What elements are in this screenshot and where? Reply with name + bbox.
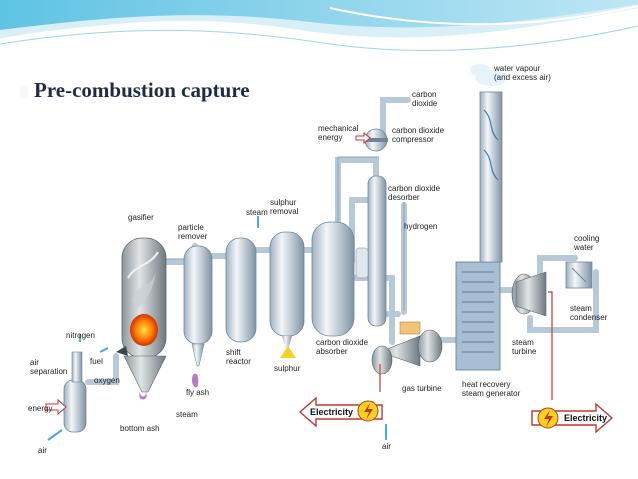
label-co2-absorber: carbon dioxide absorber <box>316 338 369 356</box>
gas-turbine <box>371 321 443 375</box>
label-hydrogen: hydrogen <box>404 222 438 231</box>
label-air-left: air <box>38 446 47 455</box>
title-bullet <box>20 85 28 98</box>
label-sulphur: sulphur <box>274 364 301 373</box>
label-gas-turbine: gas turbine <box>402 384 442 393</box>
steam-turbine <box>511 271 547 317</box>
label-fuel: fuel <box>90 357 103 366</box>
label-steam-bottom: steam <box>176 410 198 419</box>
flame-icon <box>139 392 147 400</box>
sulphur-removal-vessel <box>269 231 305 358</box>
heat-recovery-steam-generator <box>455 261 501 371</box>
steam-condenser <box>565 261 593 289</box>
label-heat-recovery-steam-generator: heat recovery steam generator <box>462 380 521 398</box>
exhaust-stack <box>470 64 507 263</box>
slide-title: Pre-combustion capture <box>34 78 250 102</box>
label-steam-condenser: steam condenser <box>570 304 608 322</box>
label-nitrogen: nitrogen <box>66 331 95 340</box>
label-shift-reactor: shift reactor <box>226 348 251 366</box>
header-wave <box>0 0 638 51</box>
co2-absorber-vessel <box>311 221 355 337</box>
label-co2-desorber: carbon dioxide desorber <box>388 184 441 202</box>
label-co2-compressor: carbon dioxide compressor <box>392 126 445 144</box>
label-mechanical-energy: mechanical energy <box>318 124 359 142</box>
lightning-icon <box>357 400 379 422</box>
label-electricity-right: Electricity <box>564 413 608 423</box>
lightning-icon <box>537 407 559 429</box>
shift-reactor-vessel <box>225 237 257 343</box>
label-carbon-dioxide: carbon dioxide <box>412 90 438 108</box>
label-energy: energy <box>28 404 53 413</box>
label-oxygen: oxygen <box>94 376 120 385</box>
label-gasifier: gasifier <box>128 213 154 222</box>
label-water-vapour: water vapour (and excess air) <box>494 64 551 82</box>
label-electricity-left: Electricity <box>310 407 354 417</box>
label-steam-turbine: steam turbine <box>512 338 537 356</box>
label-air-bottom: air <box>382 442 391 451</box>
label-bottom-ash: bottom ash <box>120 424 160 433</box>
arrow-icon <box>47 216 387 441</box>
label-sulphur-removal: sulphur removal <box>270 198 299 216</box>
label-steam-top: steam <box>246 208 268 217</box>
label-fly-ash: fly ash <box>186 388 210 397</box>
particle-remover-vessel <box>183 245 213 388</box>
label-cooling-water: cooling water <box>574 234 600 252</box>
gasifier-vessel <box>116 237 167 393</box>
label-air-separation: air separation <box>30 358 68 376</box>
arrow-icon <box>45 131 371 416</box>
label-particle-remover: particle remover <box>178 223 208 241</box>
co2-desorber-vessel <box>355 175 387 327</box>
